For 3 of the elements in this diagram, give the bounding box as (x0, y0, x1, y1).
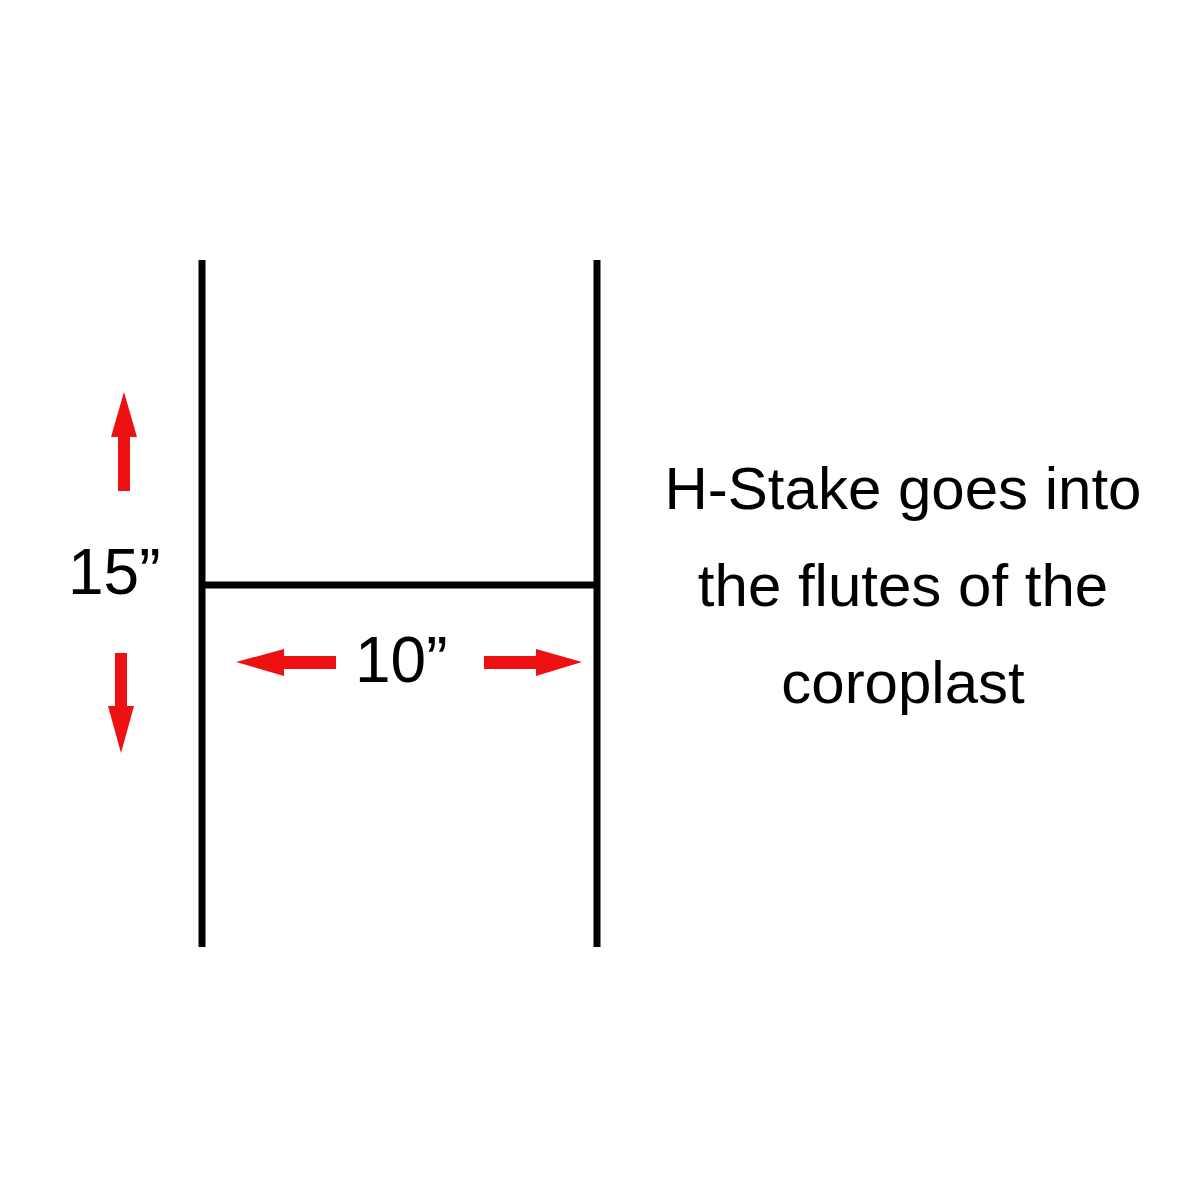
dimension-label: 15” (68, 540, 161, 604)
note-text: H-Stake goes into the flutes of the coroplast (663, 454, 1143, 718)
dimension-label: 10” (355, 628, 448, 692)
